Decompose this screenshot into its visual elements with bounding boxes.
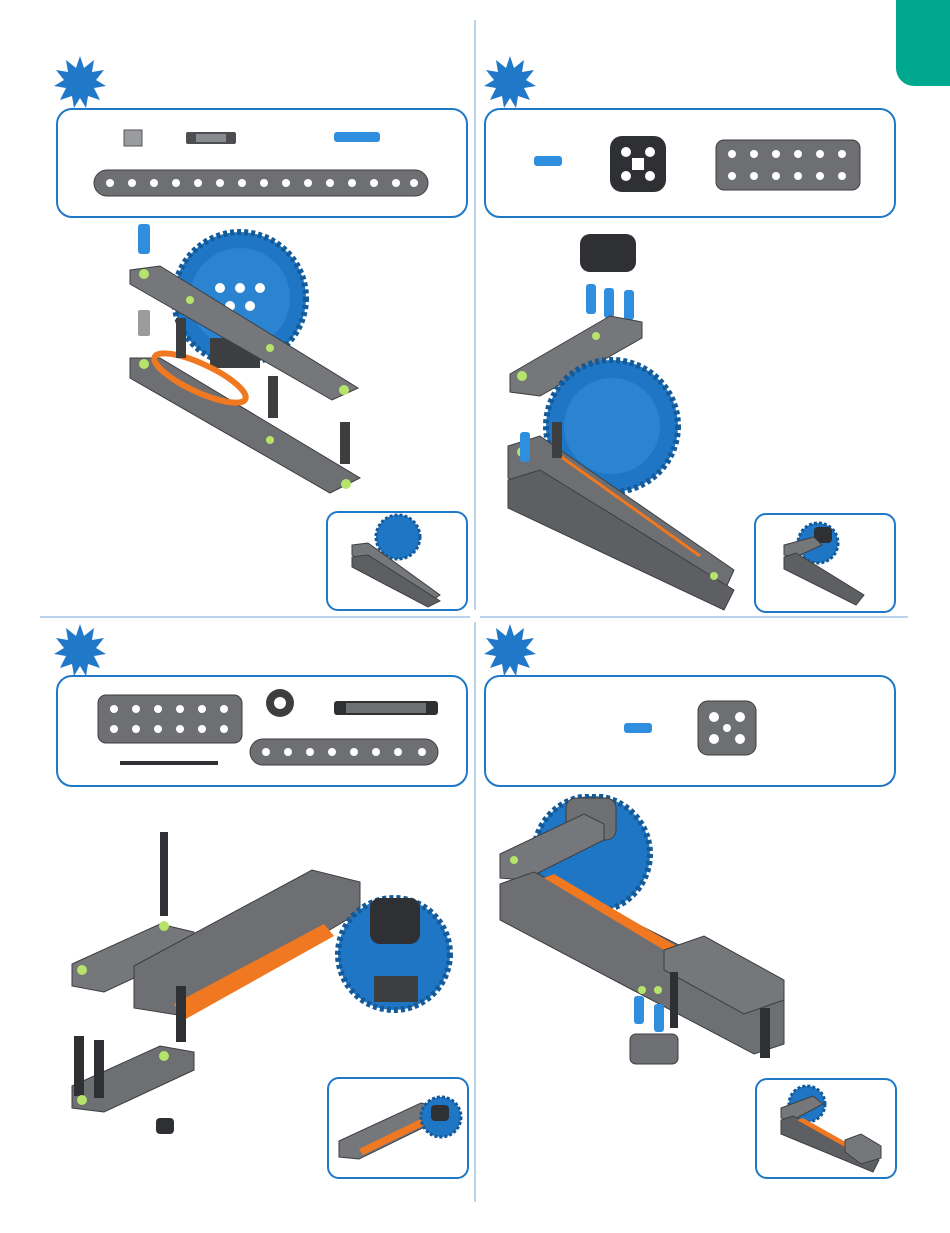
step-1-burst-icon [54,56,106,108]
step-2-thumbnail [754,513,896,613]
gray-pin-icon [124,130,142,146]
step-4-thumbnail [755,1078,897,1179]
step-3-parts-box [56,675,468,787]
pin-icon [138,224,150,254]
row-divider-right [480,616,908,618]
plate-2x6-icon [716,140,860,190]
axle-icon [120,761,218,765]
step-1-parts-box [56,108,468,218]
row-divider-left [40,616,470,618]
column-divider-bottom [474,622,476,1202]
step-3-burst-icon [54,624,106,676]
step-2-parts-box [484,108,896,218]
step-2-assembly [500,226,750,612]
axle-pin-icon [334,132,380,142]
connector-pin-icon [624,723,652,733]
step-3-number [54,624,106,676]
step-4-burst-icon [484,624,536,676]
step-1-assembly [100,218,380,498]
step-4-number [484,624,536,676]
column-divider-top [474,20,476,610]
step-3-thumbnail [327,1077,469,1179]
section-tab [896,0,950,86]
beam-1x8-icon [250,739,438,765]
plate-2x6-icon [98,695,242,743]
step-2-number [484,56,536,108]
step-1-number [54,56,106,108]
step-2-burst-icon [484,56,536,108]
step-4-parts-box [484,675,896,787]
step-4-assembly [494,794,794,1070]
step-1-thumbnail [326,511,468,611]
connector-pin-icon [534,156,562,166]
